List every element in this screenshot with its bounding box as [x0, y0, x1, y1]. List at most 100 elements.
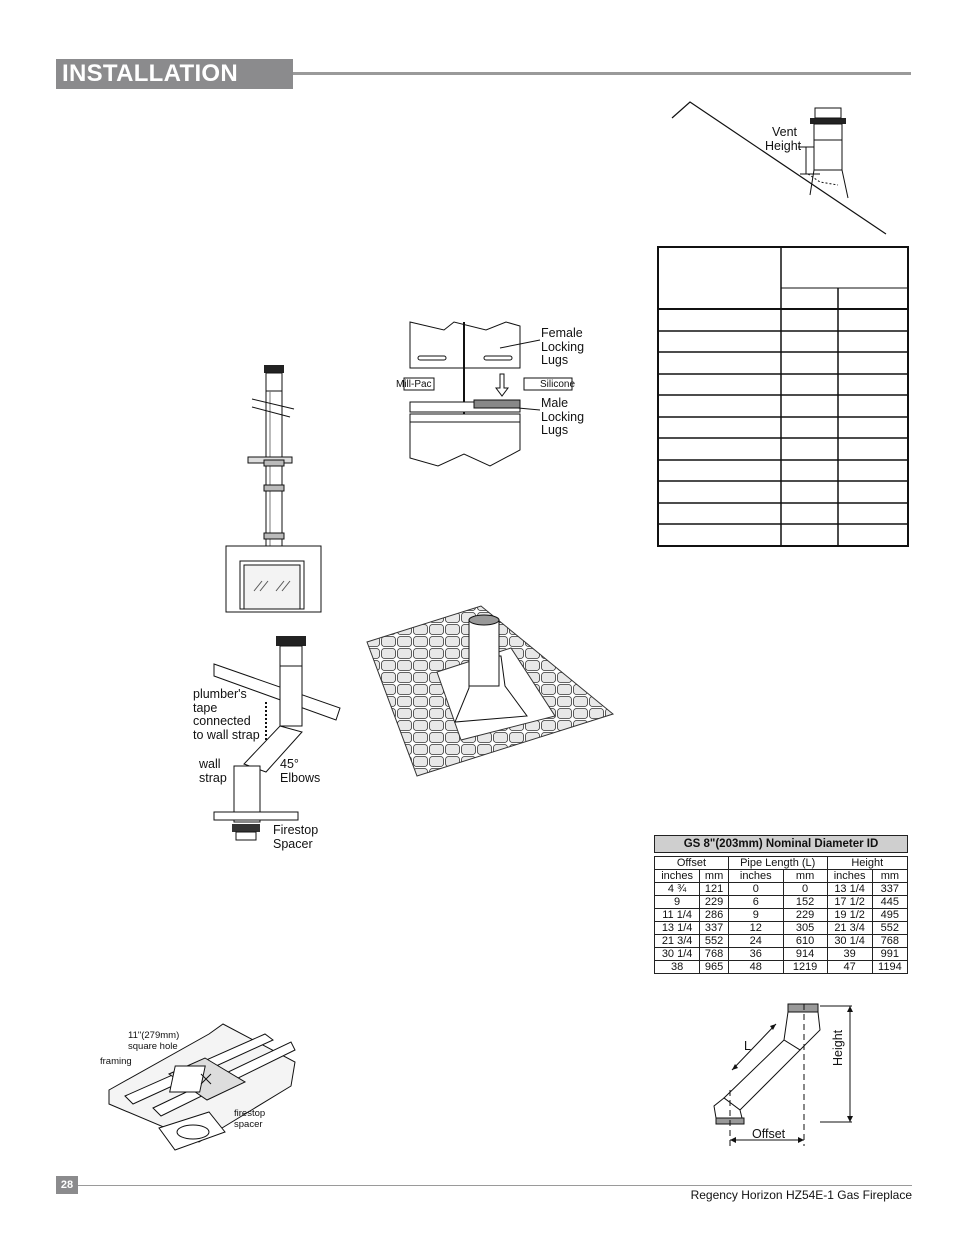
cell: 17 1/2 — [826, 895, 873, 909]
group-height: Height — [826, 856, 908, 870]
cell: 445 — [871, 895, 909, 909]
cell: 337 — [699, 921, 729, 935]
firestop2-line2: spacer — [234, 1118, 263, 1130]
cell: 152 — [782, 895, 828, 909]
unit-header: inches — [727, 869, 784, 883]
cell: 0 — [782, 882, 828, 896]
male-line2: Locking — [541, 409, 585, 424]
wall-strap-label: wall strap — [199, 757, 227, 785]
group-offset: Offset — [654, 856, 729, 870]
gs-table-title: GS 8"(203mm) Nominal Diameter ID — [654, 835, 908, 853]
cell: 991 — [871, 947, 909, 961]
male-line1: Male — [541, 396, 569, 410]
footer-rule — [78, 1185, 912, 1186]
cell: 47 — [826, 960, 873, 974]
cell: 229 — [782, 908, 828, 922]
vent-label: Vent Height — [765, 125, 802, 153]
cell: 36 — [727, 947, 784, 961]
height-label: Height — [831, 1029, 845, 1066]
cell: 305 — [782, 921, 828, 935]
cell: 9 — [653, 895, 701, 909]
roof-flashing-diagram — [366, 605, 615, 777]
cell: 48 — [727, 960, 784, 974]
cell: 4 ¾ — [653, 882, 701, 896]
silicone-label: Silicone — [540, 379, 576, 390]
firestop-line1: Firestop — [273, 823, 319, 837]
square-hole-label: 11"(279mm) square hole — [128, 1030, 179, 1052]
cell: 21 3/4 — [653, 934, 701, 948]
plumbers-tape-label: plumber's tape connected to wall strap — [193, 687, 260, 742]
male-line3: Lugs — [541, 423, 569, 437]
cell: 21 3/4 — [826, 921, 873, 935]
female-line1: Female — [541, 326, 583, 340]
elbows-line1: 45° — [280, 757, 299, 771]
elbow-offset-diagram — [213, 636, 341, 841]
framing-label: framing — [100, 1056, 132, 1067]
cell: 229 — [699, 895, 729, 909]
plumbers-line1: plumber's — [193, 687, 247, 701]
cell: 1194 — [871, 960, 909, 974]
section-title: INSTALLATION — [62, 60, 239, 87]
vent-label-line2: Height — [765, 138, 802, 153]
firestop-line2: Spacer — [273, 836, 313, 851]
cell: 914 — [782, 947, 828, 961]
vent-height-diagram — [671, 101, 887, 235]
cell: 0 — [727, 882, 784, 896]
offset-l-label: L — [744, 1039, 751, 1053]
elbows-label: 45° Elbows — [280, 757, 321, 785]
cell: 768 — [699, 947, 729, 961]
cell: 965 — [699, 960, 729, 974]
section-header: INSTALLATION — [56, 59, 293, 89]
male-lugs-label: Male Locking Lugs — [541, 396, 585, 438]
unit-header: inches — [826, 869, 873, 883]
cell: 30 1/4 — [653, 947, 701, 961]
cell: 768 — [871, 934, 909, 948]
unit-header: mm — [782, 869, 828, 883]
cell: 552 — [871, 921, 909, 935]
female-line3: Lugs — [541, 353, 569, 367]
cell: 1219 — [782, 960, 828, 974]
cell: 286 — [699, 908, 729, 922]
cell: 6 — [727, 895, 784, 909]
cell: 30 1/4 — [826, 934, 873, 948]
cell: 12 — [727, 921, 784, 935]
offset-elbow-diagram — [713, 1003, 853, 1146]
female-line2: Locking — [541, 339, 585, 354]
locking-lugs-diagram — [403, 321, 573, 467]
hole-line2: square hole — [128, 1040, 178, 1052]
cell: 552 — [699, 934, 729, 948]
cell: 39 — [826, 947, 873, 961]
vertical-vent-fireplace-diagram — [225, 365, 322, 613]
offset-label: Offset — [752, 1127, 786, 1141]
header-rule — [293, 72, 911, 75]
page-number: 28 — [56, 1176, 78, 1194]
unit-header: mm — [699, 869, 729, 883]
cell: 121 — [699, 882, 729, 896]
cell: 38 — [653, 960, 701, 974]
blank-vent-table — [657, 246, 909, 547]
firestop-label: firestop spacer — [234, 1108, 266, 1130]
unit-header: inches — [653, 869, 701, 883]
firestop2-line1: firestop — [234, 1108, 266, 1119]
plumbers-line2: tape — [193, 700, 218, 715]
gs-offset-table: GS 8"(203mm) Nominal Diameter ID Offset … — [653, 835, 909, 974]
firestop-spacer-label: Firestop Spacer — [273, 823, 319, 851]
cell: 13 1/4 — [826, 882, 873, 896]
cell: 11 1/4 — [653, 908, 701, 922]
cell: 495 — [871, 908, 909, 922]
cell: 13 1/4 — [653, 921, 701, 935]
wall-line2: strap — [199, 770, 227, 785]
cell: 337 — [871, 882, 909, 896]
female-lugs-label: Female Locking Lugs — [541, 326, 585, 368]
cell: 24 — [727, 934, 784, 948]
cell: 610 — [782, 934, 828, 948]
elbows-line2: Elbows — [280, 770, 321, 785]
plumbers-line4: to wall strap — [193, 727, 260, 742]
cell: 19 1/2 — [826, 908, 873, 922]
framing-firestop-diagram — [108, 1023, 296, 1151]
